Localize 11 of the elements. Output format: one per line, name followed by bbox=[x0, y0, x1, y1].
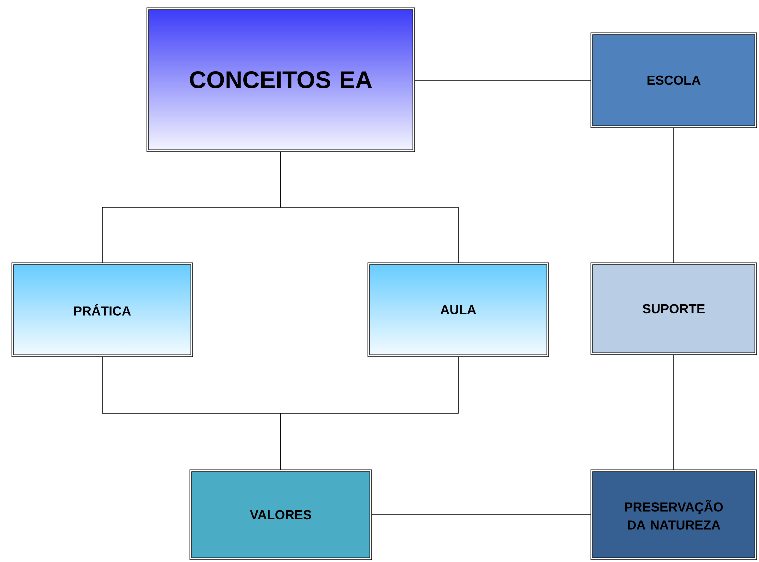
concept-box: AULA bbox=[368, 262, 550, 358]
connector-line bbox=[414, 80, 592, 81]
concept-box: PRESERVAÇÃO DA NATUREZA bbox=[590, 470, 758, 560]
concept-box: CONCEITOS EA bbox=[146, 8, 416, 152]
connector-line bbox=[280, 356, 459, 470]
connector-line bbox=[280, 152, 459, 264]
concept-box: ESCOLA bbox=[590, 32, 758, 128]
concept-box: PRÁTICA bbox=[12, 262, 194, 358]
connector-line bbox=[372, 514, 592, 516]
concept-box: SUPORTE bbox=[590, 262, 758, 356]
concept-box: VALORES bbox=[190, 470, 372, 560]
